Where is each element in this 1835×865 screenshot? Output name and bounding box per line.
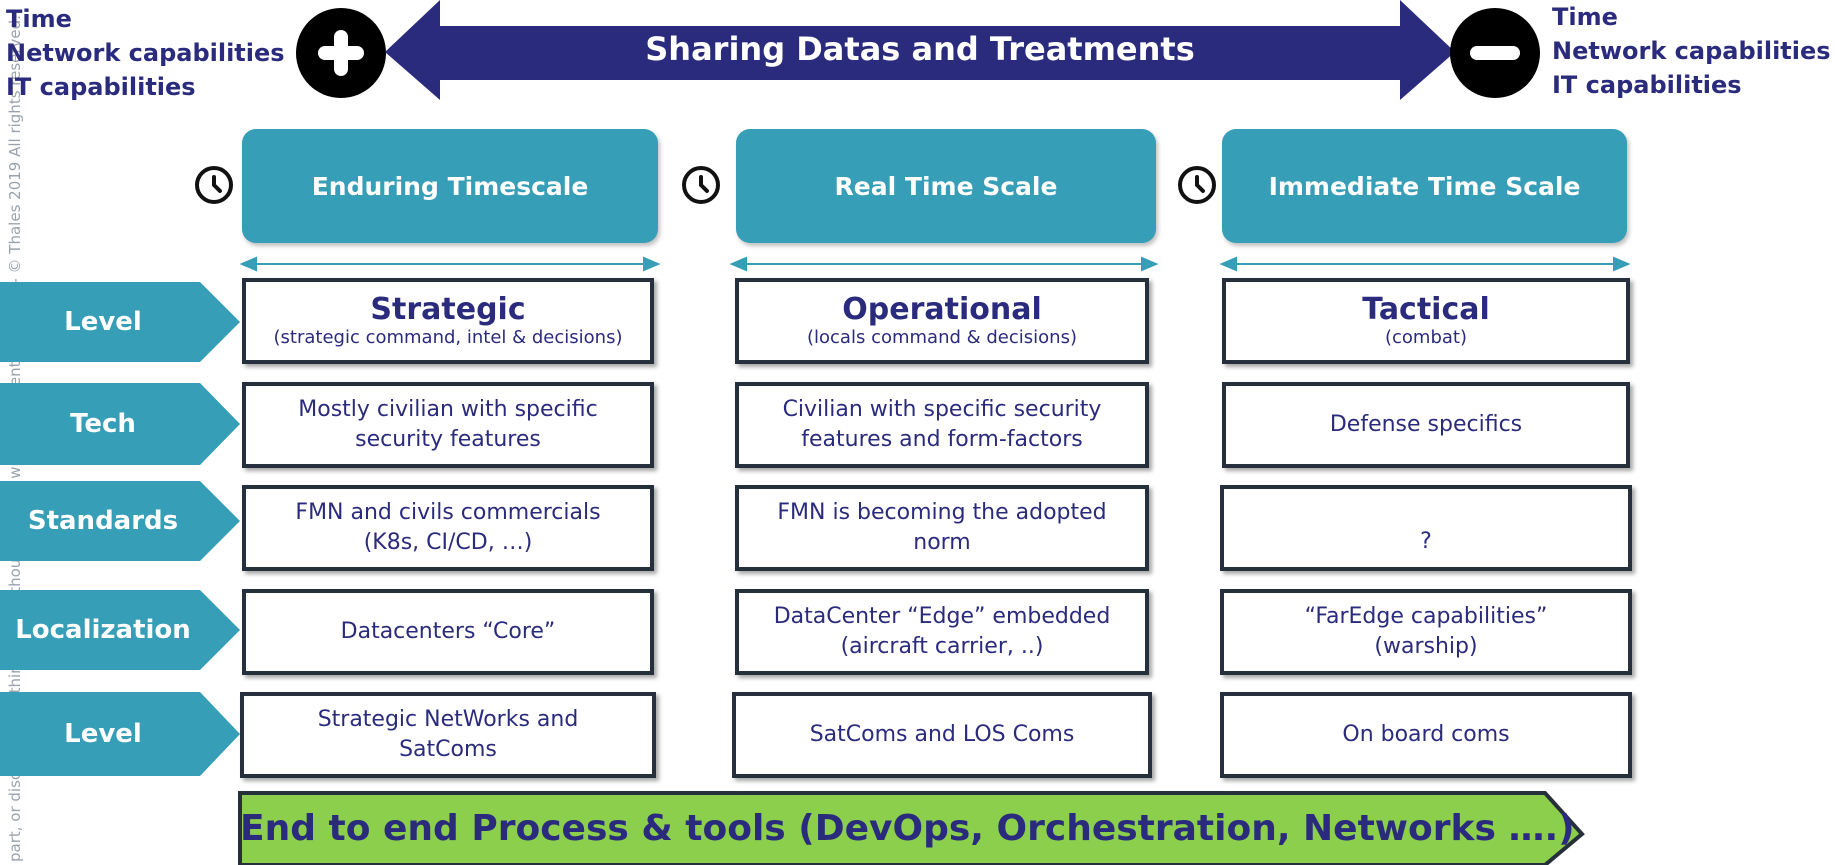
left-capability-it: IT capabilities: [6, 73, 196, 101]
cell-line: (aircraft carrier, ..): [840, 634, 1044, 659]
cell-title: Tactical: [1362, 292, 1490, 327]
right-capability-time: Time: [1552, 3, 1618, 31]
banner-title: Sharing Datas and Treatments: [645, 30, 1195, 68]
left-capability-network: Network capabilities: [6, 39, 285, 67]
cell-subtitle: (locals command & decisions): [807, 327, 1077, 348]
cell-line: Mostly civilian with specific: [298, 397, 598, 422]
row-label-localization: Localization: [15, 615, 191, 645]
timescale-real-time: Real Time Scale: [736, 129, 1156, 243]
minus-icon: [1450, 8, 1540, 98]
cell-networks-enduring: Strategic NetWorks and SatComs: [240, 692, 656, 778]
cell-tech-enduring: Mostly civilian with specific security f…: [242, 382, 654, 468]
cell-localization-enduring: Datacenters “Core”: [242, 589, 654, 675]
cell-localization-real-time: DataCenter “Edge” embedded (aircraft car…: [735, 589, 1149, 675]
left-capability-time: Time: [6, 5, 72, 33]
cell-line: ?: [1420, 529, 1432, 554]
clock-icon: [682, 166, 720, 204]
cell-line: Datacenters “Core”: [340, 619, 556, 644]
clock-icon: [195, 166, 233, 204]
cell-title: Strategic: [370, 292, 526, 327]
cell-line: DataCenter “Edge” embedded: [773, 604, 1111, 629]
row-label-tech: Tech: [70, 409, 136, 439]
cell-line: Civilian with specific security: [782, 397, 1102, 422]
cell-level-operational: Operational (locals command & decisions): [735, 278, 1149, 364]
cell-line: SatComs: [399, 737, 497, 762]
plus-icon: [296, 8, 386, 98]
cell-subtitle: (strategic command, intel & decisions): [273, 327, 623, 348]
banner-double-arrow: [385, 0, 1455, 100]
timescale-enduring: Enduring Timescale: [242, 129, 658, 243]
cell-tech-real-time: Civilian with specific security features…: [735, 382, 1149, 468]
cell-line: Defense specifics: [1329, 412, 1523, 437]
cell-line: FMN is becoming the adopted: [777, 500, 1107, 525]
cell-standards-immediate: ?: [1220, 485, 1632, 571]
cell-subtitle: (combat): [1384, 327, 1467, 348]
cell-line: SatComs and LOS Coms: [809, 722, 1075, 747]
cell-localization-immediate: “FarEdge capabilities” (warship): [1220, 589, 1632, 675]
cell-line: features and form-factors: [801, 427, 1083, 452]
cell-line: “FarEdge capabilities”: [1304, 604, 1548, 629]
cell-standards-real-time: FMN is becoming the adopted norm: [735, 485, 1149, 571]
cell-line: Strategic NetWorks and: [317, 707, 579, 732]
cell-line: norm: [913, 530, 971, 555]
cell-line: FMN and civils commercials: [295, 500, 601, 525]
cell-standards-enduring: FMN and civils commercials (K8s, CI/CD, …: [242, 485, 654, 571]
cell-line: (K8s, CI/CD, …): [363, 530, 533, 555]
cell-title: Operational: [842, 292, 1042, 327]
footer-process-label: End to end Process & tools (DevOps, Orch…: [240, 808, 1575, 849]
timescale-immediate: Immediate Time Scale: [1222, 129, 1627, 243]
cell-networks-immediate: On board coms: [1220, 692, 1632, 778]
right-capability-network: Network capabilities: [1552, 37, 1831, 65]
row-label-level-networks: Level: [64, 719, 142, 749]
clock-icon: [1178, 166, 1216, 204]
cell-networks-real-time: SatComs and LOS Coms: [732, 692, 1152, 778]
cell-level-tactical: Tactical (combat): [1222, 278, 1630, 364]
cell-line: (warship): [1374, 634, 1478, 659]
cell-tech-immediate: Defense specifics: [1222, 382, 1630, 468]
cell-line: security features: [355, 427, 541, 452]
cell-line: On board coms: [1342, 722, 1510, 747]
cell-level-strategic: Strategic (strategic command, intel & de…: [242, 278, 654, 364]
row-label-standards: Standards: [27, 506, 179, 536]
left-capabilities-list: Time Network capabilities IT capabilitie…: [6, 2, 285, 104]
row-label-level: Level: [64, 307, 142, 337]
right-capability-it: IT capabilities: [1552, 71, 1742, 99]
right-capabilities-list: Time Network capabilities IT capabilitie…: [1552, 0, 1831, 102]
